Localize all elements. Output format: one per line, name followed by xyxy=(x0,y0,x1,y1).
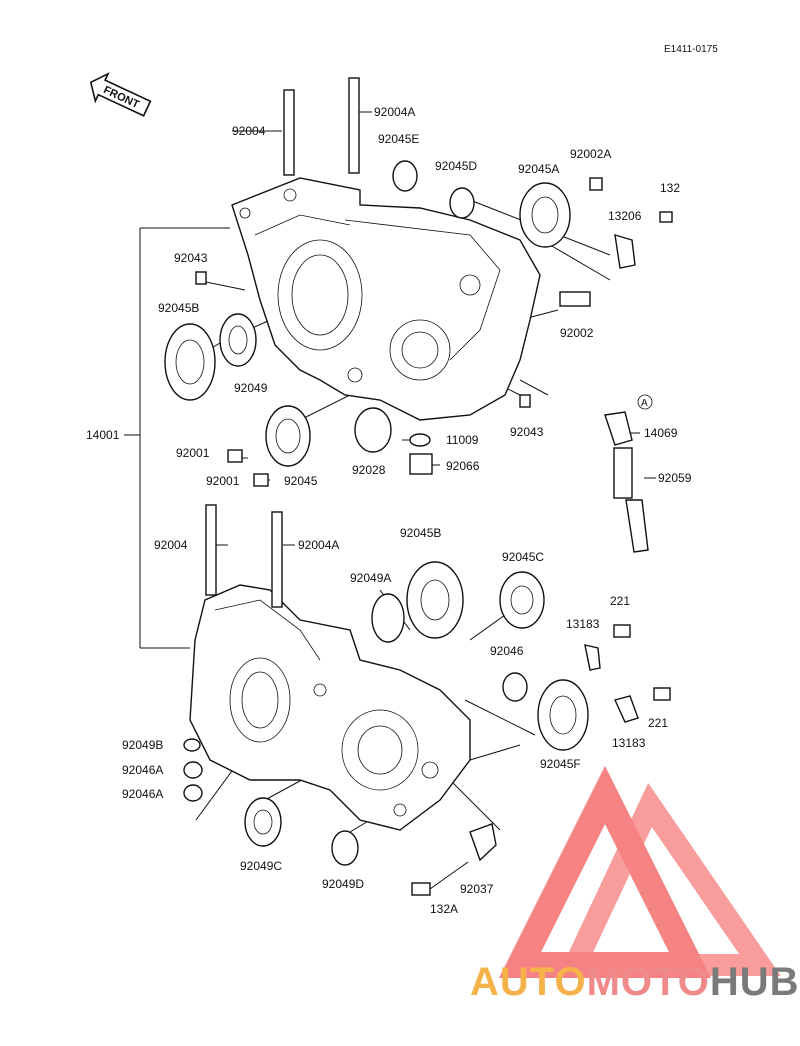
label-92049D: 92049D xyxy=(322,877,364,891)
label-92043-right: 92043 xyxy=(510,425,544,439)
label-92059: 92059 xyxy=(658,471,692,485)
bearings-and-seals xyxy=(164,160,589,866)
small-hardware xyxy=(195,177,673,896)
label-92045C: 92045C xyxy=(502,550,544,564)
label-92004A-bot: 92004A xyxy=(298,538,339,552)
label-92004-bot: 92004 xyxy=(154,538,188,552)
label-92004A-top: 92004A xyxy=(374,105,415,119)
label-92045: 92045 xyxy=(284,474,318,488)
label-92004-top: 92004 xyxy=(232,124,266,138)
label-92045E: 92045E xyxy=(378,132,419,146)
label-92001-b: 92001 xyxy=(206,474,240,488)
label-92046A-b: 92046A xyxy=(122,787,163,801)
callout-ref-label: A xyxy=(641,398,648,409)
label-11009: 11009 xyxy=(446,433,479,447)
watermark-moto: MOTO xyxy=(587,960,710,1004)
label-92066: 92066 xyxy=(446,459,480,473)
watermark-text: AUTOMOTOHUB xyxy=(470,960,800,1004)
label-92049A: 92049A xyxy=(350,571,391,585)
label-92045D: 92045D xyxy=(435,159,477,173)
watermark-hub: HUB xyxy=(710,960,800,1004)
label-92037: 92037 xyxy=(460,882,494,896)
label-92049B: 92049B xyxy=(122,738,163,752)
label-92001-a: 92001 xyxy=(176,446,210,460)
diagram-code: E1411-0175 xyxy=(664,44,718,55)
watermark-auto: AUTO xyxy=(470,960,587,1004)
label-13206: 13206 xyxy=(608,209,642,223)
label-221-a: 221 xyxy=(610,594,630,608)
label-92002A: 92002A xyxy=(570,147,611,161)
label-14001: 14001 xyxy=(86,428,120,442)
label-92045F: 92045F xyxy=(540,757,581,771)
label-13183-a: 13183 xyxy=(566,617,600,631)
label-13183-b: 13183 xyxy=(612,736,646,750)
label-92045B-top: 92045B xyxy=(158,301,199,315)
label-132A: 132A xyxy=(430,902,458,916)
part-number-labels: 92004 92004A 92045E 92045D 92045A 92002A… xyxy=(86,105,692,916)
watermark-logo-icon xyxy=(498,765,781,978)
label-132-top: 132 xyxy=(660,181,680,195)
label-92046: 92046 xyxy=(490,644,524,658)
label-92045A: 92045A xyxy=(518,162,559,176)
label-14069: 14069 xyxy=(644,426,678,440)
label-92028: 92028 xyxy=(352,463,386,477)
label-92049C: 92049C xyxy=(240,859,282,873)
stud-bolts xyxy=(205,77,360,608)
label-92002: 92002 xyxy=(560,326,594,340)
label-221-b: 221 xyxy=(648,716,668,730)
label-92049: 92049 xyxy=(234,381,268,395)
label-92043-left: 92043 xyxy=(174,251,208,265)
callout-marker: A xyxy=(637,394,653,410)
label-92045B-bot: 92045B xyxy=(400,526,441,540)
label-92046A-a: 92046A xyxy=(122,763,163,777)
upper-crankcase-half xyxy=(231,177,541,421)
front-arrow-icon: FRONT xyxy=(89,72,152,117)
